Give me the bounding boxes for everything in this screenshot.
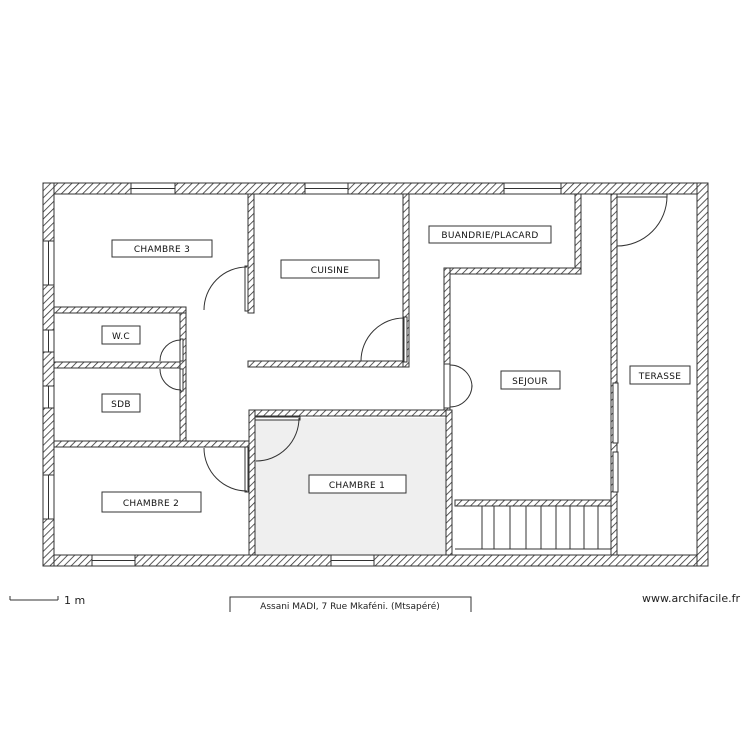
svg-text:SEJOUR: SEJOUR bbox=[512, 377, 548, 387]
walls bbox=[42, 182, 709, 567]
scale-bar bbox=[9, 596, 59, 601]
svg-text:W.C: W.C bbox=[112, 332, 130, 342]
staircase bbox=[454, 499, 612, 550]
room-label-terasse: TERASSE bbox=[629, 365, 691, 385]
room-label-chambre1: CHAMBRE 1 bbox=[308, 474, 407, 494]
svg-text:CHAMBRE 3: CHAMBRE 3 bbox=[134, 245, 190, 255]
room-label-buandrie: BUANDRIE/PLACARD bbox=[428, 225, 552, 244]
svg-text:SDB: SDB bbox=[111, 400, 131, 410]
title-block: Assani MADI, 7 Rue Mkaféni. (Mtsapéré) bbox=[229, 596, 472, 612]
watermark: www.archifacile.fr bbox=[642, 592, 740, 605]
room-label-cuisine: CUISINE bbox=[280, 259, 380, 279]
room-label-chambre3: CHAMBRE 3 bbox=[111, 239, 213, 258]
room-label-sdb: SDB bbox=[101, 393, 141, 413]
svg-text:BUANDRIE/PLACARD: BUANDRIE/PLACARD bbox=[441, 231, 538, 241]
svg-text:CHAMBRE 2: CHAMBRE 2 bbox=[123, 499, 179, 509]
windows bbox=[42, 182, 619, 567]
svg-text:CUISINE: CUISINE bbox=[311, 266, 349, 276]
address-text: Assani MADI, 7 Rue Mkaféni. (Mtsapéré) bbox=[260, 601, 440, 612]
svg-text:CHAMBRE 1: CHAMBRE 1 bbox=[329, 481, 385, 491]
room-label-wc: W.C bbox=[101, 325, 141, 345]
room-label-chambre2: CHAMBRE 2 bbox=[101, 491, 202, 513]
svg-text:TERASSE: TERASSE bbox=[638, 372, 681, 382]
scale-label: 1 m bbox=[64, 594, 85, 607]
doors bbox=[159, 193, 668, 493]
room-label-sejour: SEJOUR bbox=[500, 370, 561, 390]
